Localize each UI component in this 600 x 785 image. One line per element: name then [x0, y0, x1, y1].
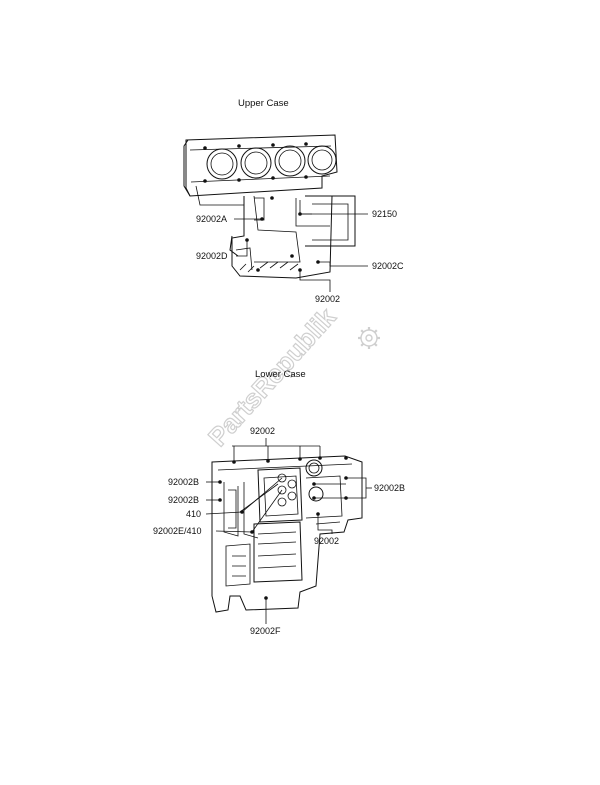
label-92002b-right: 92002B — [374, 483, 405, 493]
label-92002a: 92002A — [196, 214, 227, 224]
upper-case-section: Upper Case — [183, 98, 404, 304]
upper-case-title: Upper Case — [238, 98, 289, 109]
label-92002b-left-2: 92002B — [168, 495, 199, 505]
lower-leader-lines — [205, 438, 372, 624]
label-92002b-left-1: 92002B — [168, 477, 199, 487]
label-92002d: 92002D — [196, 251, 228, 261]
label-92002-top: 92002 — [250, 426, 275, 436]
label-92002-right: 92002 — [314, 536, 339, 546]
label-410: 410 — [186, 509, 201, 519]
cylinder-bores — [206, 145, 337, 180]
label-92002c: 92002C — [372, 261, 404, 271]
label-92002e-410: 92002E/410 — [153, 526, 202, 536]
lower-case-section: Lower Case — [153, 369, 405, 636]
label-92002-upper: 92002 — [315, 294, 340, 304]
gear-icon — [358, 327, 380, 349]
main-bearing-bolts — [277, 473, 297, 507]
lower-crankcase-drawing — [211, 455, 363, 613]
lower-case-title: Lower Case — [255, 369, 306, 380]
label-92150: 92150 — [372, 209, 397, 219]
label-92002f: 92002F — [250, 626, 281, 636]
upper-leader-lines — [234, 213, 368, 292]
upper-crankcase-drawing — [183, 134, 356, 279]
